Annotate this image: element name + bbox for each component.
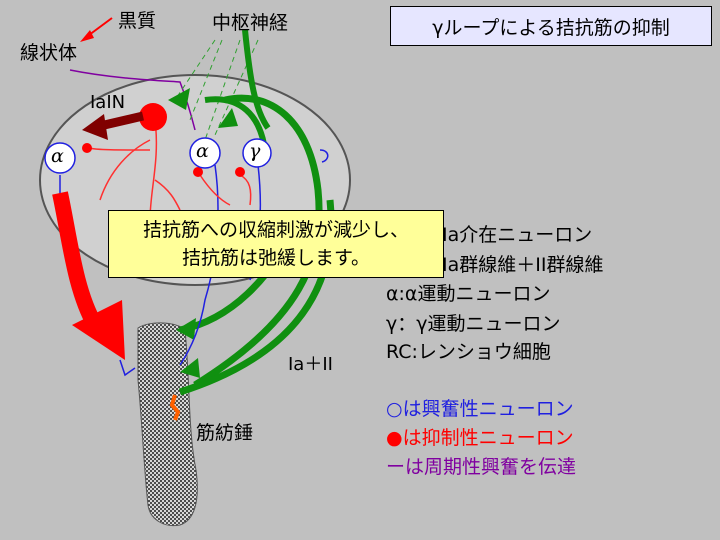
callout-box: 拮抗筋への収縮刺激が減少し、 拮抗筋は弛緩します。: [108, 210, 444, 278]
red-dot-3: [235, 167, 245, 177]
legend-gamma: γ：γ運動ニューロン: [386, 313, 561, 335]
legend-rc: RC:レンショウ細胞: [386, 341, 551, 363]
iain-neuron: [139, 103, 167, 131]
senjotai-label: 線状体: [20, 42, 78, 64]
green-arrowhead-4: [180, 358, 200, 378]
spindle-mark: [169, 394, 181, 421]
alpha-motor-arrowhead: [72, 300, 125, 360]
alpha-left-neuron: [44, 142, 76, 174]
ia-ii-label: Ia＋II: [288, 354, 333, 375]
legend-iain: Ia介在ニューロン: [442, 224, 593, 246]
chusu-label: 中枢神経: [212, 12, 289, 34]
inhibit-arrowhead: [82, 114, 108, 140]
alpha-left-label: α: [51, 145, 64, 167]
gamma-mid-neuron: [242, 138, 272, 168]
kokushitsu-arrowhead: [80, 30, 94, 42]
page-title: γループによる拮抗筋の抑制: [390, 6, 712, 46]
kinbouse-label: 筋紡錘: [196, 422, 254, 444]
green-descending-tract: [242, 29, 271, 130]
green-arrowhead-1: [168, 88, 190, 110]
legend-excitatory: ○は興奮性ニューロン: [386, 398, 574, 420]
iain-label: IaIN: [90, 92, 126, 113]
purple-line: [69, 69, 196, 131]
green-arrowhead-2: [218, 108, 238, 128]
legend-alpha: α:α運動ニューロン: [386, 283, 551, 305]
muscle-shape: [137, 322, 198, 527]
green-loop-right: [193, 94, 323, 388]
dashed-tracts: [174, 39, 259, 141]
legend-periodic: ーは周期性興奮を伝達: [386, 456, 577, 478]
legend-inhibitory: ●は抑制性ニューロン: [386, 427, 574, 449]
callout-line-2: 拮抗筋は弛緩します。: [181, 247, 371, 269]
red-dot-1: [82, 143, 92, 153]
legend-fibers: Ia群線維＋II群線維: [442, 254, 604, 276]
inhibit-arrow: [98, 111, 145, 131]
alpha-mid-neuron: [189, 137, 221, 169]
alpha-motor-arrow: [52, 191, 103, 329]
gamma-mid-label: γ: [249, 140, 261, 162]
alpha-mid-label: α: [196, 140, 209, 162]
callout-line-1: 拮抗筋への収縮刺激が減少し、: [142, 219, 409, 241]
kokushitsu-label: 黒質: [118, 10, 157, 32]
green-arrowhead-3: [176, 318, 196, 340]
red-dot-2: [193, 167, 203, 177]
